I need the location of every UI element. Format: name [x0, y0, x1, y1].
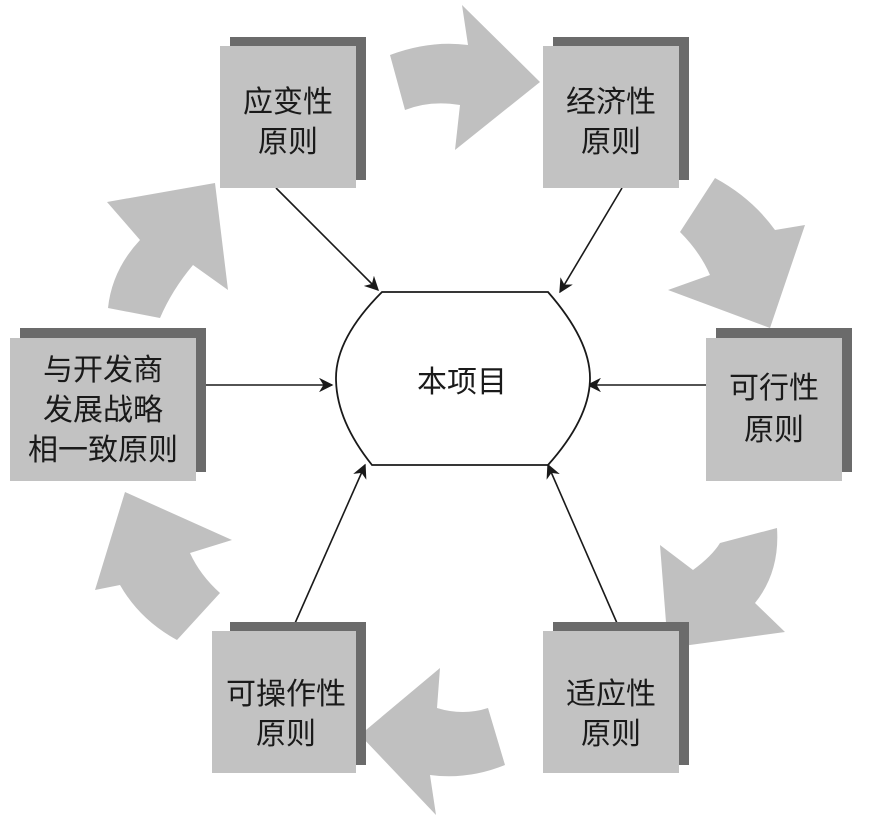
cycle-arrow-lower-left — [95, 492, 232, 640]
principle-label-line: 原则 — [581, 125, 641, 160]
cycle-arrow-lower-right — [660, 528, 785, 648]
principle-label-line: 经济性 — [566, 85, 656, 120]
cycle-arrow-bottom — [360, 668, 505, 815]
principle-label-line: 相一致原则 — [28, 433, 178, 468]
principle-box-feasibility: 可行性 原则 — [706, 328, 852, 481]
connector-adaptability — [275, 187, 380, 292]
principle-label-line: 原则 — [581, 717, 641, 752]
principle-box-strategy: 与开发商 发展战略 相一致原则 — [10, 328, 206, 481]
principle-label-line: 与开发商 — [43, 353, 163, 388]
principle-label-line: 适应性 — [566, 677, 656, 712]
principle-label-line: 可操作性 — [226, 677, 346, 712]
cycle-arrow-upper-left — [107, 183, 228, 318]
principle-box-economy: 经济性 原则 — [543, 37, 689, 188]
principle-label-line: 原则 — [258, 125, 318, 160]
box-face — [10, 338, 196, 481]
principle-label-line: 可行性 — [729, 371, 819, 406]
box-face — [220, 46, 356, 188]
cycle-arrow-upper-right — [668, 178, 805, 328]
connector-suitability — [546, 463, 621, 631]
box-face — [212, 631, 356, 773]
connector-economy — [559, 187, 623, 294]
principle-label-line: 原则 — [256, 717, 316, 752]
principle-box-suitability: 适应性 原则 — [543, 622, 689, 773]
principle-box-operability: 可操作性 原则 — [212, 622, 366, 773]
principle-label-line: 应变性 — [243, 85, 333, 120]
box-face — [543, 631, 679, 773]
box-face — [706, 338, 842, 481]
cycle-arrows — [95, 5, 805, 815]
principle-label-line: 发展战略 — [43, 393, 163, 428]
box-face — [543, 46, 679, 188]
cycle-arrow-top — [390, 5, 540, 150]
center-node: 本项目 — [335, 291, 591, 466]
center-shape — [335, 291, 591, 466]
center-label: 本项目 — [417, 365, 507, 400]
principle-box-adaptability: 应变性 原则 — [220, 37, 366, 188]
principle-label-line: 原则 — [744, 413, 804, 448]
connector-operability — [291, 463, 367, 631]
